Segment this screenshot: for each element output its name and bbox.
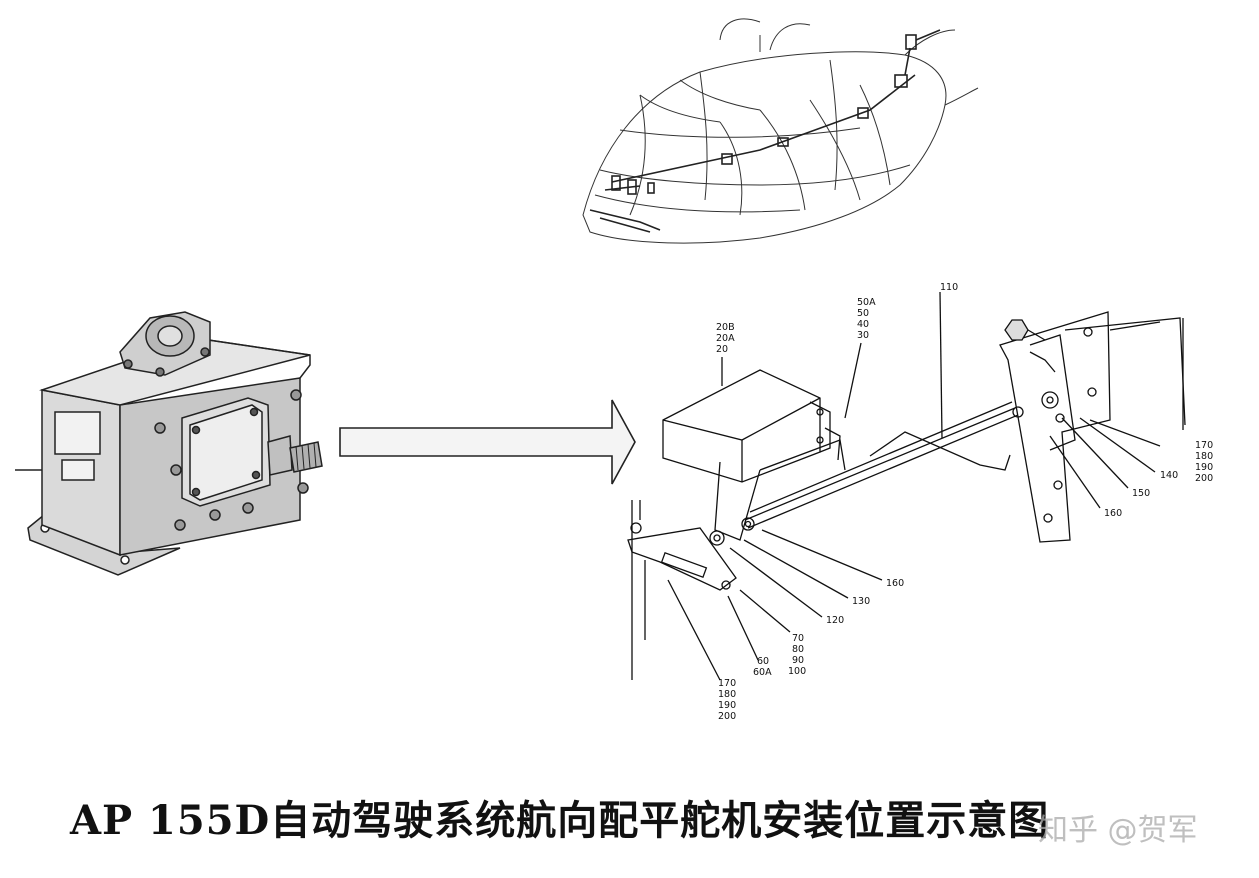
- callout-right-bracket: 200: [1195, 473, 1213, 484]
- callout-actuator-variant: 20A: [716, 333, 735, 344]
- callout-lower-bracket: 190: [718, 700, 736, 711]
- callout-mount-screw: 30: [857, 330, 869, 341]
- callout-mount-screw: 50: [857, 308, 869, 319]
- helicopter-cutaway: [582, 18, 979, 244]
- callout-lever-hardware: 100: [788, 666, 806, 677]
- callout-lower-bracket: 180: [718, 689, 736, 700]
- callout-lever-pin: 60A: [753, 667, 772, 678]
- watermark: 知乎 @贺军: [1038, 813, 1198, 848]
- direction-arrow: [339, 399, 636, 485]
- callout-right-bracket: 180: [1195, 451, 1213, 462]
- helicopter-control-linkage: [589, 29, 941, 233]
- figure-caption: AP 155D自动驾驶系统航向配平舵机安装位置示意图: [70, 797, 1050, 844]
- callout-right-bracket: 190: [1195, 462, 1213, 473]
- callout-lever-pin: 60: [757, 656, 769, 667]
- callout-lever-hardware: 70: [792, 633, 804, 644]
- callout-lower-bracket: 170: [718, 678, 736, 689]
- callout-rod-end: 120: [826, 615, 844, 626]
- callout-actuator-variant: 20: [716, 344, 728, 355]
- callout-labels: 20B 20A 20 50A 50 40 30 110 170 180 190 …: [716, 282, 1213, 722]
- installation-exploded-view: [627, 291, 1186, 681]
- trim-actuator-unit: [15, 311, 323, 576]
- callout-bolt: 160: [886, 578, 904, 589]
- callout-mount-screw: 50A: [857, 297, 876, 308]
- callout-bolt: 160: [1104, 508, 1122, 519]
- callout-lower-bracket: 200: [718, 711, 736, 722]
- callout-washer: 140: [1160, 470, 1178, 481]
- callout-actuator-variant: 20B: [716, 322, 735, 333]
- callout-rod: 110: [940, 282, 958, 293]
- callout-spacer: 130: [852, 596, 870, 607]
- callout-mount-screw: 40: [857, 319, 869, 330]
- callout-right-bracket: 170: [1195, 440, 1213, 451]
- callout-lever-hardware: 80: [792, 644, 804, 655]
- callout-lever-hardware: 90: [792, 655, 804, 666]
- callout-nut: 150: [1132, 488, 1150, 499]
